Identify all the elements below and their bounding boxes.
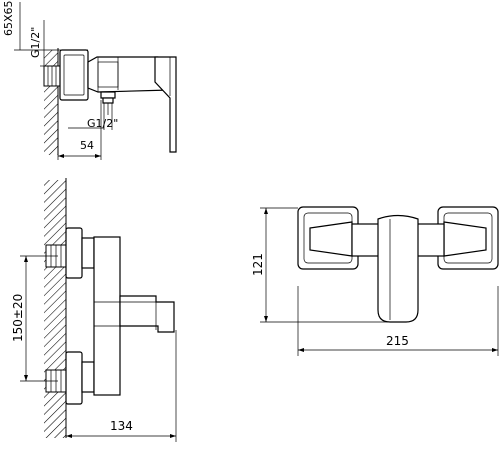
top-outlet	[100, 91, 116, 99]
top-lever	[154, 56, 177, 153]
dim-65x65: 65X65	[2, 0, 15, 36]
top-view: 65X65 G1/2" G1/2" 54	[2, 0, 177, 160]
front-view: 121 215	[251, 206, 499, 356]
dim-150: 150±20	[11, 294, 25, 342]
side-mixer-body	[93, 236, 121, 396]
dim-thread-top: G1/2"	[29, 27, 42, 58]
side-wall-plate-upper	[65, 227, 83, 279]
side-view: 150±20 134	[11, 178, 177, 442]
side-handle	[119, 295, 175, 333]
dim-thread-bottom: G1/2"	[87, 117, 118, 130]
dim-215: 215	[386, 334, 409, 348]
dim-134: 134	[110, 419, 133, 433]
side-wall-plate-lower	[65, 351, 83, 405]
side-wall-hatch	[44, 180, 66, 438]
dim-54: 54	[80, 139, 94, 152]
front-lever	[377, 214, 419, 323]
dim-121: 121	[251, 253, 265, 276]
